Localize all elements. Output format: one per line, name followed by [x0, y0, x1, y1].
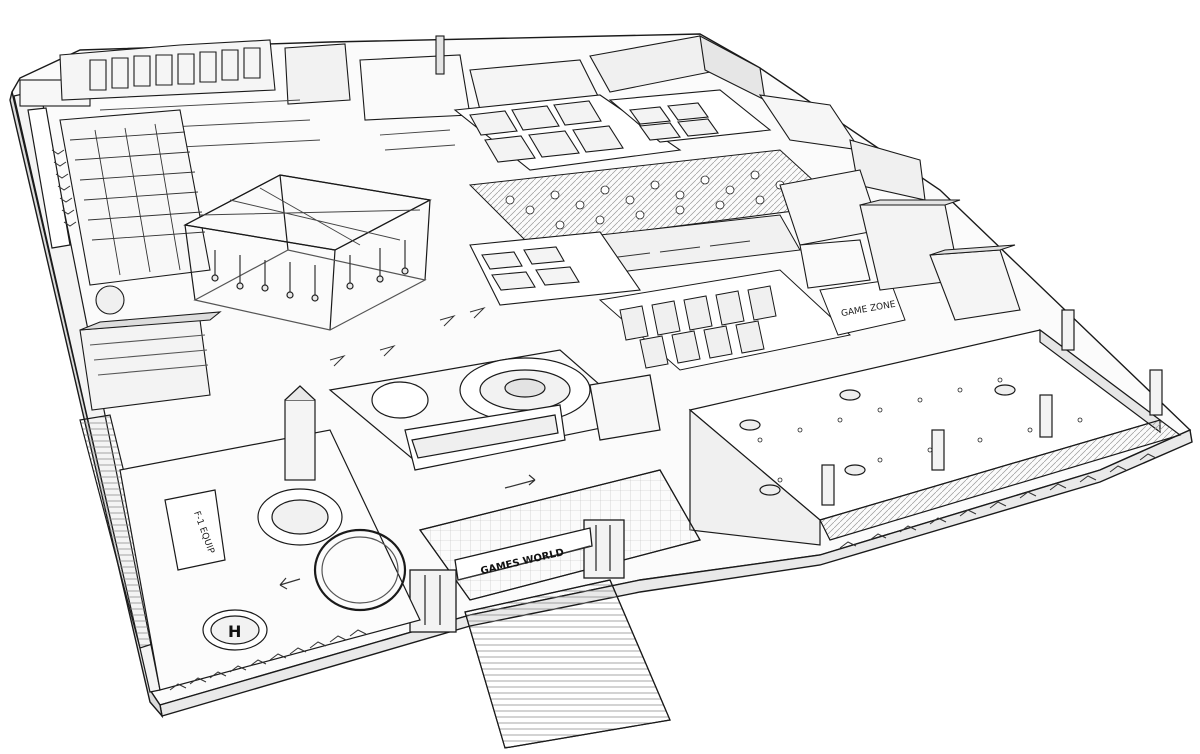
lower-left-zone: H F-1 EQUIP	[119, 385, 536, 691]
carousel-area	[328, 349, 661, 471]
trampoline-grid	[453, 89, 772, 171]
soft-play-tower	[59, 109, 222, 411]
right-arena	[688, 309, 1182, 546]
right-rooms	[779, 169, 1021, 321]
rope-course-truss	[183, 174, 432, 331]
entrance-stairs	[464, 579, 671, 749]
front-trim	[169, 306, 1157, 691]
helipad-letter: H	[228, 622, 241, 641]
back-wall-structures	[19, 35, 926, 201]
trampoline-lanes	[469, 231, 641, 306]
arcade-lanes: GAME ZONE	[598, 269, 906, 371]
entrance-gate: GAMES WORLD	[409, 519, 625, 633]
ball-pit-area	[468, 149, 842, 273]
